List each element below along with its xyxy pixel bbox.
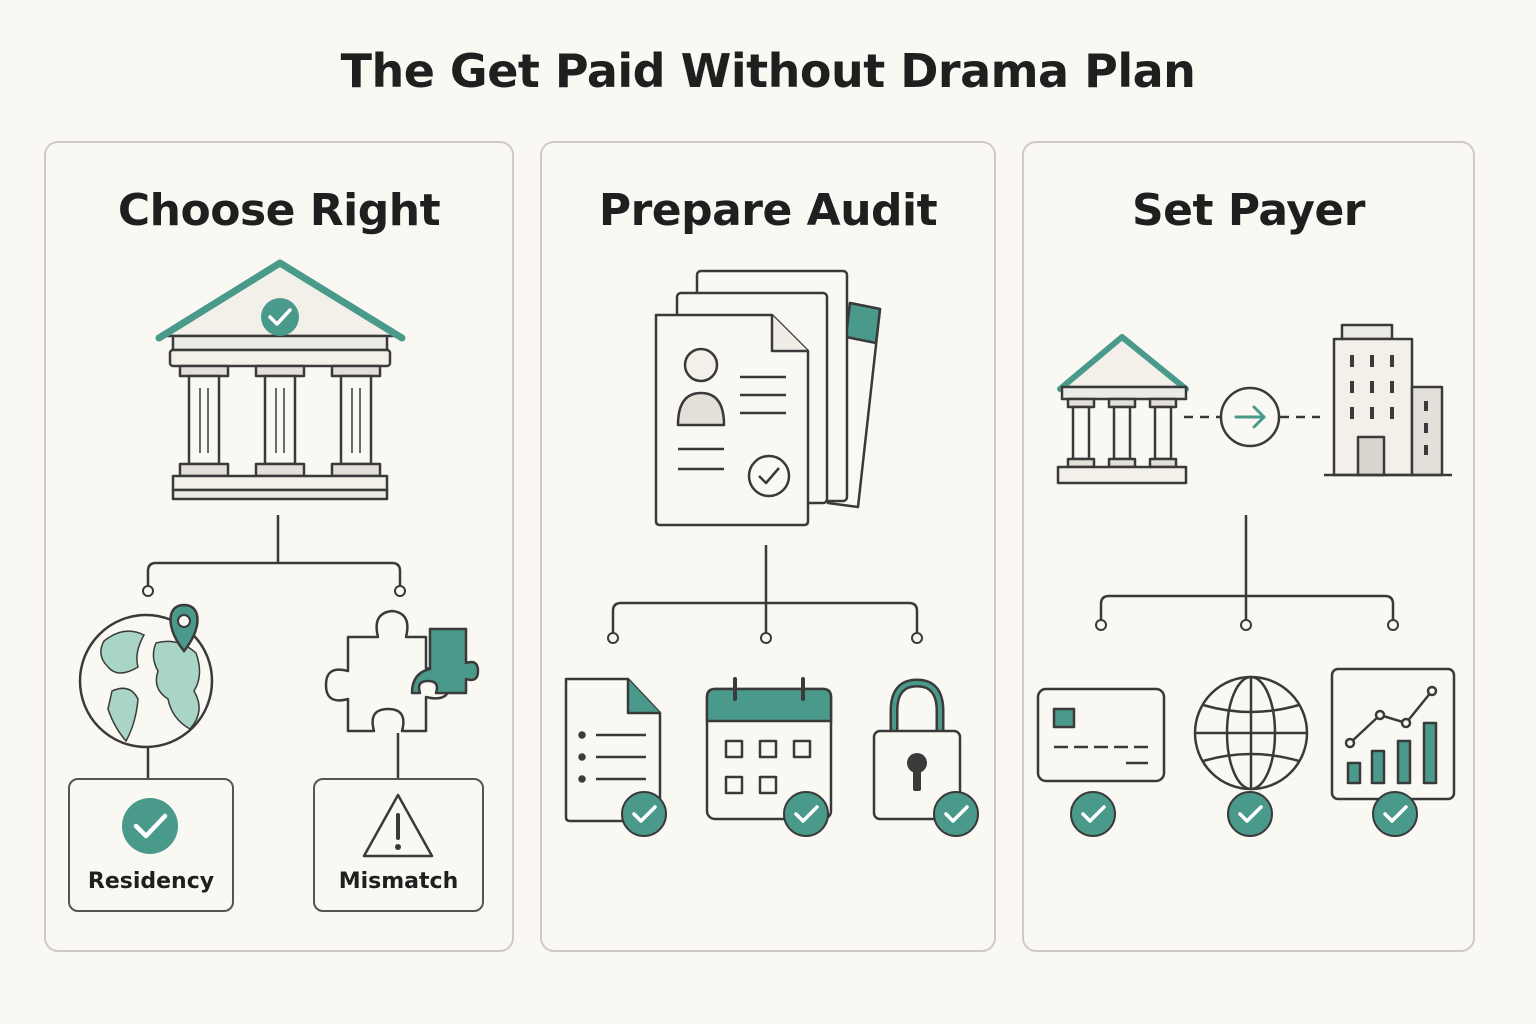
mismatch-label: Mismatch (338, 869, 459, 894)
credit-card-icon (1036, 687, 1166, 783)
padlock-icon (872, 678, 962, 821)
check-circle-icon (1227, 791, 1273, 837)
panel-title-set-payer: Set Payer (1131, 185, 1366, 236)
panel-title-choose-right: Choose Right (117, 185, 441, 236)
document-stack-icon (654, 269, 882, 527)
tree-connector (607, 545, 923, 644)
globe-icon (1193, 675, 1309, 791)
arrow-right-icon (1184, 386, 1320, 448)
bank-icon (1056, 334, 1189, 485)
residency-label: Residency (87, 869, 215, 894)
check-circle-icon (621, 791, 667, 837)
check-circle-icon (783, 791, 829, 837)
mismatch-card: Mismatch (313, 778, 484, 912)
tree-connector (1095, 515, 1399, 631)
puzzle-icon (324, 609, 480, 779)
bank-check-icon (155, 259, 406, 501)
page-title: The Get Paid Without Drama Plan (340, 44, 1196, 98)
panel-prepare-audit: Prepare Audit (540, 141, 996, 952)
checklist-document-icon (564, 677, 662, 823)
calendar-icon (705, 677, 833, 821)
panel-set-payer: Set Payer (1022, 141, 1475, 952)
panel-choose-right: Choose Right (44, 141, 514, 952)
check-circle-icon (933, 791, 979, 837)
tree-connector (142, 515, 406, 597)
check-circle-icon (1070, 791, 1116, 837)
residency-card: Residency (68, 778, 234, 912)
growth-chart-icon (1330, 667, 1456, 801)
set-payer-diagram (1036, 323, 1456, 837)
office-building-icon (1324, 323, 1452, 477)
prepare-audit-diagram (564, 269, 979, 837)
globe-pin-icon (78, 603, 214, 779)
panel-title-prepare-audit: Prepare Audit (598, 185, 938, 236)
check-circle-icon (1372, 791, 1418, 837)
